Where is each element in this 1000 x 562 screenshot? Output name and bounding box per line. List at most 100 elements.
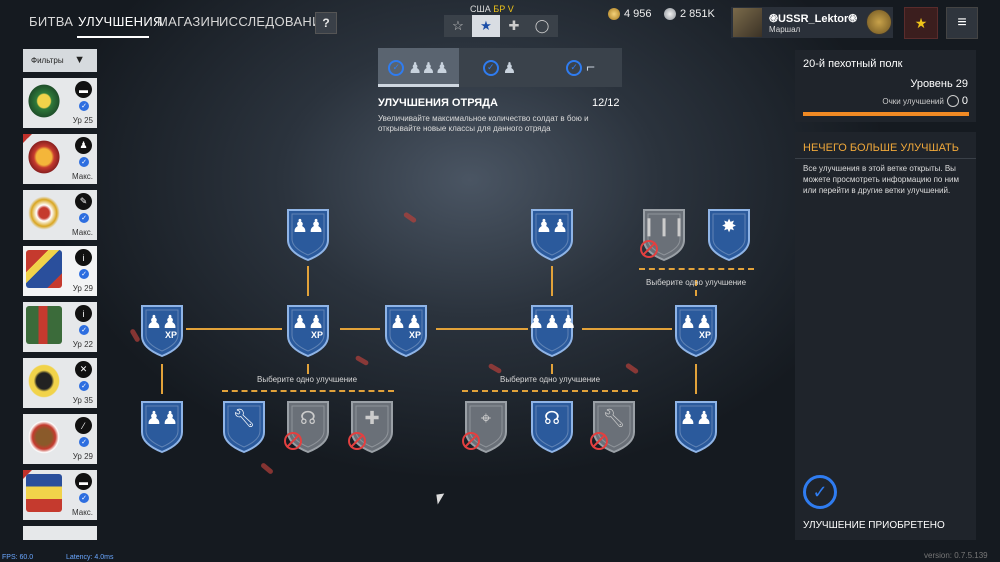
- squad-icon: ♟♟♟: [408, 59, 449, 77]
- shield-icon: [675, 305, 717, 358]
- check-circle-icon: ✓: [803, 475, 837, 509]
- upgrade-node-xp[interactable]: ♟♟XP: [284, 302, 332, 358]
- shield-icon: [531, 209, 573, 262]
- upgrade-node-squad-size[interactable]: ♟♟: [284, 206, 332, 262]
- regiment-card[interactable]: ✕ ✓ Ур 35: [23, 358, 97, 408]
- tree-connector: [161, 364, 163, 394]
- xp-label: XP: [699, 330, 712, 340]
- silver-coin-icon: [664, 8, 676, 20]
- regiment-emblem: [26, 474, 62, 512]
- regiment-card[interactable]: ✎ ✓ Макс.: [23, 190, 97, 240]
- shield-icon: [287, 209, 329, 262]
- regiment-level: Уровень 29: [910, 78, 968, 90]
- medal-icon[interactable]: [866, 9, 892, 35]
- squad-xp-icon: ♟♟: [389, 312, 423, 332]
- avatar[interactable]: [733, 8, 762, 37]
- regiment-emblem: [26, 362, 62, 400]
- upgrade-node-engineer[interactable]: 🔧︎: [220, 398, 268, 454]
- blocked-icon: [640, 240, 658, 258]
- xp-label: XP: [165, 330, 178, 340]
- upgrade-node-squad-size[interactable]: ♟♟: [528, 206, 576, 262]
- check-icon: ✓: [79, 325, 89, 335]
- upgrade-node-large-squad[interactable]: ♟♟♟: [528, 302, 576, 358]
- tab-upgrades[interactable]: УЛУЧШЕНИЯ: [78, 14, 163, 29]
- branch-description: Увеличивайте максимальное количество сол…: [378, 114, 589, 133]
- regiment-card[interactable]: ♟ ✓ Макс.: [23, 134, 97, 184]
- tab-soldier-upgrades[interactable]: ✓ ♟: [459, 48, 540, 87]
- upgrade-node-radio-operator[interactable]: ☊: [528, 398, 576, 454]
- upgrade-status-panel: НЕЧЕГО БОЛЬШЕ УЛУЧШАТЬ Все улучшения в э…: [795, 132, 976, 540]
- upgrade-node-explosion[interactable]: ✸: [705, 206, 753, 262]
- star-badge-icon[interactable]: ★: [904, 7, 938, 39]
- regiment-card[interactable]: i ✓ Ур 22: [23, 302, 97, 352]
- star-outline-icon[interactable]: ☆: [452, 18, 464, 33]
- regiment-card[interactable]: ▬ ✓ Ур 25: [23, 78, 97, 128]
- regiment-emblem: [26, 306, 62, 344]
- battle-rating: БР V: [493, 4, 514, 14]
- tab-weapon-upgrades[interactable]: ✓ ⌐: [540, 48, 621, 87]
- upgrade-points: Очки улучшений 0: [882, 95, 968, 107]
- tree-connector: [695, 364, 697, 394]
- tree-connector: [307, 266, 309, 296]
- regiment-level: Макс.: [71, 228, 93, 237]
- help-button[interactable]: ?: [315, 12, 337, 34]
- fps-counter: FPS: 60.0: [2, 554, 34, 561]
- upgrade-node-radio-operator[interactable]: ☊: [284, 398, 332, 454]
- rank-selector[interactable]: ☆ ★ ✚ ◯: [444, 15, 558, 37]
- check-icon: ✓: [566, 59, 583, 76]
- squad-xp-icon: ♟♟: [145, 312, 179, 332]
- rifle-icon: ⁄: [75, 417, 92, 434]
- regiment-emblem: [26, 250, 62, 288]
- filters-button[interactable]: Фильтры ▼: [23, 49, 97, 72]
- check-icon: ✓: [79, 213, 89, 223]
- check-icon: ✓: [79, 157, 89, 167]
- check-icon: ✓: [79, 493, 89, 503]
- regiment-level: Ур 35: [72, 396, 93, 405]
- regiment-card[interactable]: ⁄ ✓ Ур 29: [23, 414, 97, 464]
- xp-label: XP: [409, 330, 422, 340]
- hamburger-menu-button[interactable]: ≡: [946, 7, 978, 39]
- ember-particle: [487, 362, 503, 375]
- wrench-icon: ✎: [75, 193, 92, 210]
- upgrade-branch-tabs: ✓ ♟♟♟ ✓ ♟ ✓ ⌐: [378, 48, 622, 87]
- upgrade-node-xp[interactable]: ♟♟XP: [382, 302, 430, 358]
- regiment-level: Ур 25: [72, 116, 93, 125]
- upgrade-node-ammo[interactable]: ❙❙❙: [640, 206, 688, 262]
- explosion-icon: ✸: [721, 216, 737, 236]
- regiment-card[interactable]: ▬ ✓ Макс.: [23, 470, 97, 520]
- top-nav: БИТВА УЛУЧШЕНИЯ МАГАЗИН ИССЛЕДОВАНИЯ: [0, 0, 1000, 44]
- upgrade-node-xp[interactable]: ♟♟XP: [672, 302, 720, 358]
- upgrade-node-squad-size[interactable]: ♟♟: [672, 398, 720, 454]
- star-filled-icon[interactable]: ★: [472, 15, 500, 37]
- ring-icon[interactable]: ◯: [534, 18, 550, 33]
- latency-counter: Latency: 4.0ms: [66, 554, 114, 561]
- check-icon: ✓: [79, 437, 89, 447]
- regiment-emblem: [26, 82, 62, 120]
- tab-squad-upgrades[interactable]: ✓ ♟♟♟: [378, 48, 459, 87]
- regiment-card[interactable]: [23, 526, 97, 540]
- upgrade-node-sniper[interactable]: ⌖: [462, 398, 510, 454]
- headset-icon: ☊: [300, 408, 316, 428]
- upgrade-node-xp[interactable]: ♟♟XP: [138, 302, 186, 358]
- squad-icon: ♟♟: [679, 408, 713, 428]
- ember-particle: [260, 462, 274, 475]
- choose-one-label: Выберите одно улучшение: [500, 375, 601, 384]
- wrench-icon: 🔧︎: [602, 408, 626, 428]
- upgrade-node-medic[interactable]: ✚: [348, 398, 396, 454]
- tab-shop[interactable]: МАГАЗИН: [157, 14, 220, 29]
- tab-battle[interactable]: БИТВА: [29, 14, 74, 29]
- tank-icon: ▬: [75, 473, 92, 490]
- upgrade-node-engineer[interactable]: 🔧︎: [590, 398, 638, 454]
- tab-research[interactable]: ИССЛЕДОВАНИЯ: [219, 14, 332, 29]
- active-tab-underline: [77, 36, 149, 38]
- ember-particle: [402, 211, 418, 224]
- regiment-emblem: [26, 418, 62, 456]
- regiment-card-selected[interactable]: i ✓ Ур 29: [23, 246, 97, 296]
- regiment-level: Ур 29: [72, 284, 93, 293]
- cross-icon[interactable]: ✚: [508, 18, 520, 33]
- squad-icon: ♟♟: [535, 216, 569, 236]
- upgrade-node-squad-size[interactable]: ♟♟: [138, 398, 186, 454]
- large-squad-icon: ♟♟♟: [528, 312, 577, 332]
- blocked-icon: [462, 432, 480, 450]
- choice-group-divider: [222, 390, 394, 392]
